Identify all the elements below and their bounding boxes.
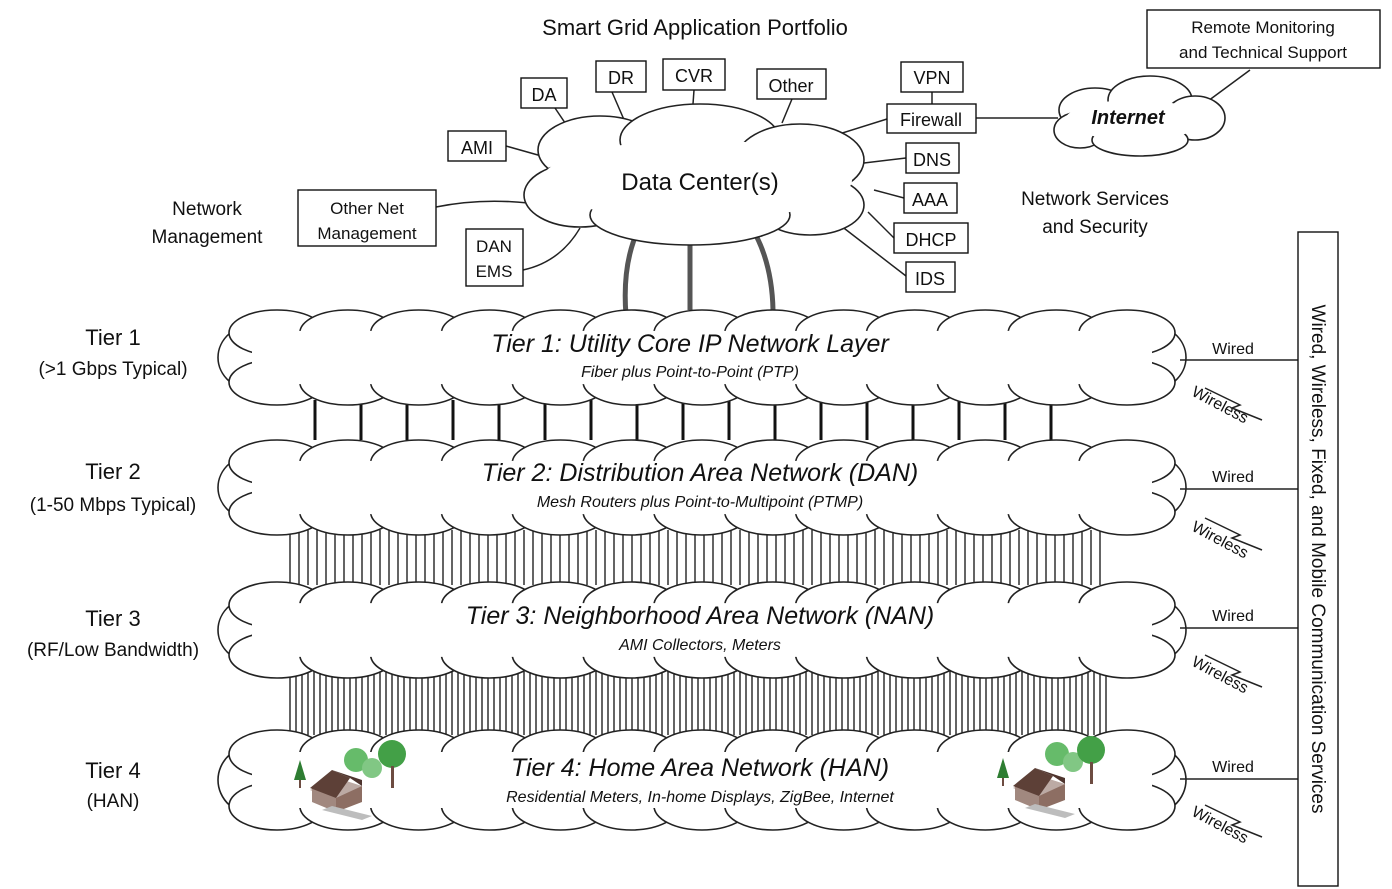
tier-3-subtitle: AMI Collectors, Meters bbox=[618, 637, 781, 654]
tier-3-cloud bbox=[217, 581, 1187, 679]
service-boxes: VPN Firewall DNS AAA DHCP IDS bbox=[886, 61, 977, 293]
tier-4-left-sub: (HAN) bbox=[87, 791, 140, 812]
tier-2-group: Tier 2 (1-50 Mbps Typical) Tier 2: Distr… bbox=[30, 459, 1254, 562]
app-cvr: CVR bbox=[675, 66, 713, 86]
diagram-title: Smart Grid Application Portfolio bbox=[542, 15, 848, 40]
tier-3-wireless: Wireless bbox=[1189, 654, 1251, 698]
house-tree-illustration-left bbox=[294, 740, 406, 820]
data-center-cloud: Data Center(s) bbox=[523, 103, 865, 246]
tier-3-title: Tier 3: Neighborhood Area Network (NAN) bbox=[466, 602, 934, 630]
data-center-label: Data Center(s) bbox=[621, 169, 778, 196]
svg-text:Remote Monitoring: Remote Monitoring bbox=[1191, 18, 1335, 37]
tier-4-wired: Wired bbox=[1212, 759, 1254, 776]
app-ami: AMI bbox=[461, 138, 493, 158]
tier-2-left-sub: (1-50 Mbps Typical) bbox=[30, 495, 197, 516]
app-boxes: AMI DA DR CVR Other bbox=[447, 58, 827, 162]
tier2-tier3-links bbox=[289, 530, 1101, 585]
remote-monitoring-box: Remote Monitoring and Technical Support bbox=[1146, 9, 1381, 69]
service-dhcp: DHCP bbox=[905, 230, 956, 250]
tier-1-wireless: Wireless bbox=[1189, 384, 1251, 428]
tier-4-wireless: Wireless bbox=[1189, 804, 1251, 848]
tier-2-subtitle: Mesh Routers plus Point-to-Multipoint (P… bbox=[537, 494, 863, 511]
tier-3-left-name: Tier 3 bbox=[85, 606, 140, 631]
service-firewall: Firewall bbox=[900, 110, 962, 130]
tier-clouds bbox=[217, 309, 1187, 831]
tier-1-left-sub: (>1 Gbps Typical) bbox=[38, 359, 187, 380]
tier-4-subtitle: Residential Meters, In-home Displays, Zi… bbox=[506, 789, 894, 806]
network-services-label-line2: and Security bbox=[1042, 217, 1148, 238]
other-net-management-box: Other Net Management bbox=[297, 189, 437, 247]
svg-text:and Technical Support: and Technical Support bbox=[1179, 43, 1347, 62]
service-ids: IDS bbox=[915, 269, 945, 289]
tier-side-connections bbox=[1180, 359, 1298, 838]
tier-3-wired: Wired bbox=[1212, 608, 1254, 625]
tier-1-subtitle: Fiber plus Point-to-Point (PTP) bbox=[581, 364, 799, 381]
dan-ems-box: DAN EMS bbox=[465, 228, 524, 287]
tier1-tier2-links bbox=[313, 400, 1053, 440]
internet-cloud: Internet bbox=[1053, 75, 1226, 157]
svg-text:DAN: DAN bbox=[476, 237, 512, 256]
service-dns: DNS bbox=[913, 150, 951, 170]
svg-text:Other Net: Other Net bbox=[330, 199, 404, 218]
house-tree-illustration-right bbox=[997, 736, 1105, 818]
tier-1-wired: Wired bbox=[1212, 341, 1254, 358]
app-dr: DR bbox=[608, 68, 634, 88]
network-management-label-line1: Network bbox=[172, 199, 242, 220]
tier-2-title: Tier 2: Distribution Area Network (DAN) bbox=[482, 459, 918, 487]
service-vpn: VPN bbox=[913, 68, 950, 88]
tier3-tier4-links bbox=[289, 670, 1107, 735]
connector-lines bbox=[435, 69, 1251, 277]
tier-1-left-name: Tier 1 bbox=[85, 325, 140, 350]
tier-2-cloud bbox=[217, 439, 1187, 536]
app-da: DA bbox=[531, 85, 556, 105]
tier-2-left-name: Tier 2 bbox=[85, 459, 140, 484]
service-aaa: AAA bbox=[912, 190, 948, 210]
tier-3-left-sub: (RF/Low Bandwidth) bbox=[27, 640, 199, 661]
svg-text:EMS: EMS bbox=[476, 262, 513, 281]
app-other: Other bbox=[768, 76, 813, 96]
tier-1-cloud bbox=[217, 309, 1187, 406]
tier-2-wired: Wired bbox=[1212, 469, 1254, 486]
tier-4-left-name: Tier 4 bbox=[85, 758, 140, 783]
tier-4-cloud bbox=[217, 729, 1187, 831]
network-services-label-line1: Network Services bbox=[1021, 189, 1169, 210]
internet-label: Internet bbox=[1091, 107, 1166, 129]
communication-services-box: Wired, Wireless, Fixed, and Mobile Commu… bbox=[1297, 231, 1339, 887]
tier-4-title: Tier 4: Home Area Network (HAN) bbox=[511, 754, 889, 782]
communication-services-label: Wired, Wireless, Fixed, and Mobile Commu… bbox=[1307, 305, 1328, 814]
tier-1-title: Tier 1: Utility Core IP Network Layer bbox=[491, 330, 890, 358]
svg-text:Management: Management bbox=[317, 224, 417, 243]
network-management-label-line2: Management bbox=[152, 227, 264, 248]
